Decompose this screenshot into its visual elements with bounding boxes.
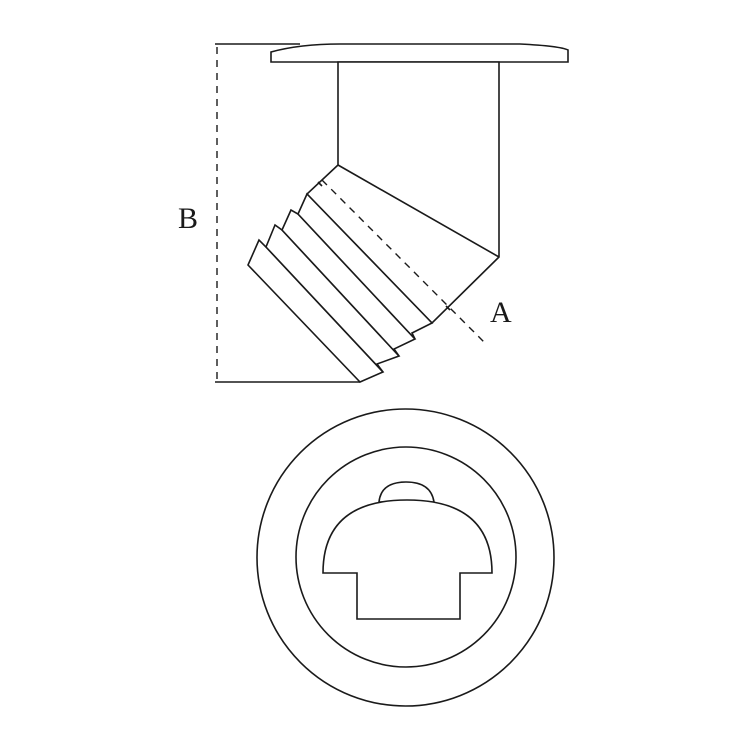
top-view (256, 408, 555, 707)
side-view (215, 43, 569, 383)
axis-tick-bottom (445, 305, 451, 311)
label-b: B (178, 202, 199, 235)
label-a: A (490, 296, 512, 329)
mushroom-profile (322, 499, 493, 620)
body-bend-edge (337, 164, 500, 258)
axis-tick-top (317, 181, 323, 187)
flange (270, 43, 569, 63)
rib-1 (297, 192, 434, 340)
dimension-b (215, 43, 360, 383)
top-bump (378, 481, 435, 503)
rib-4 (247, 238, 385, 383)
